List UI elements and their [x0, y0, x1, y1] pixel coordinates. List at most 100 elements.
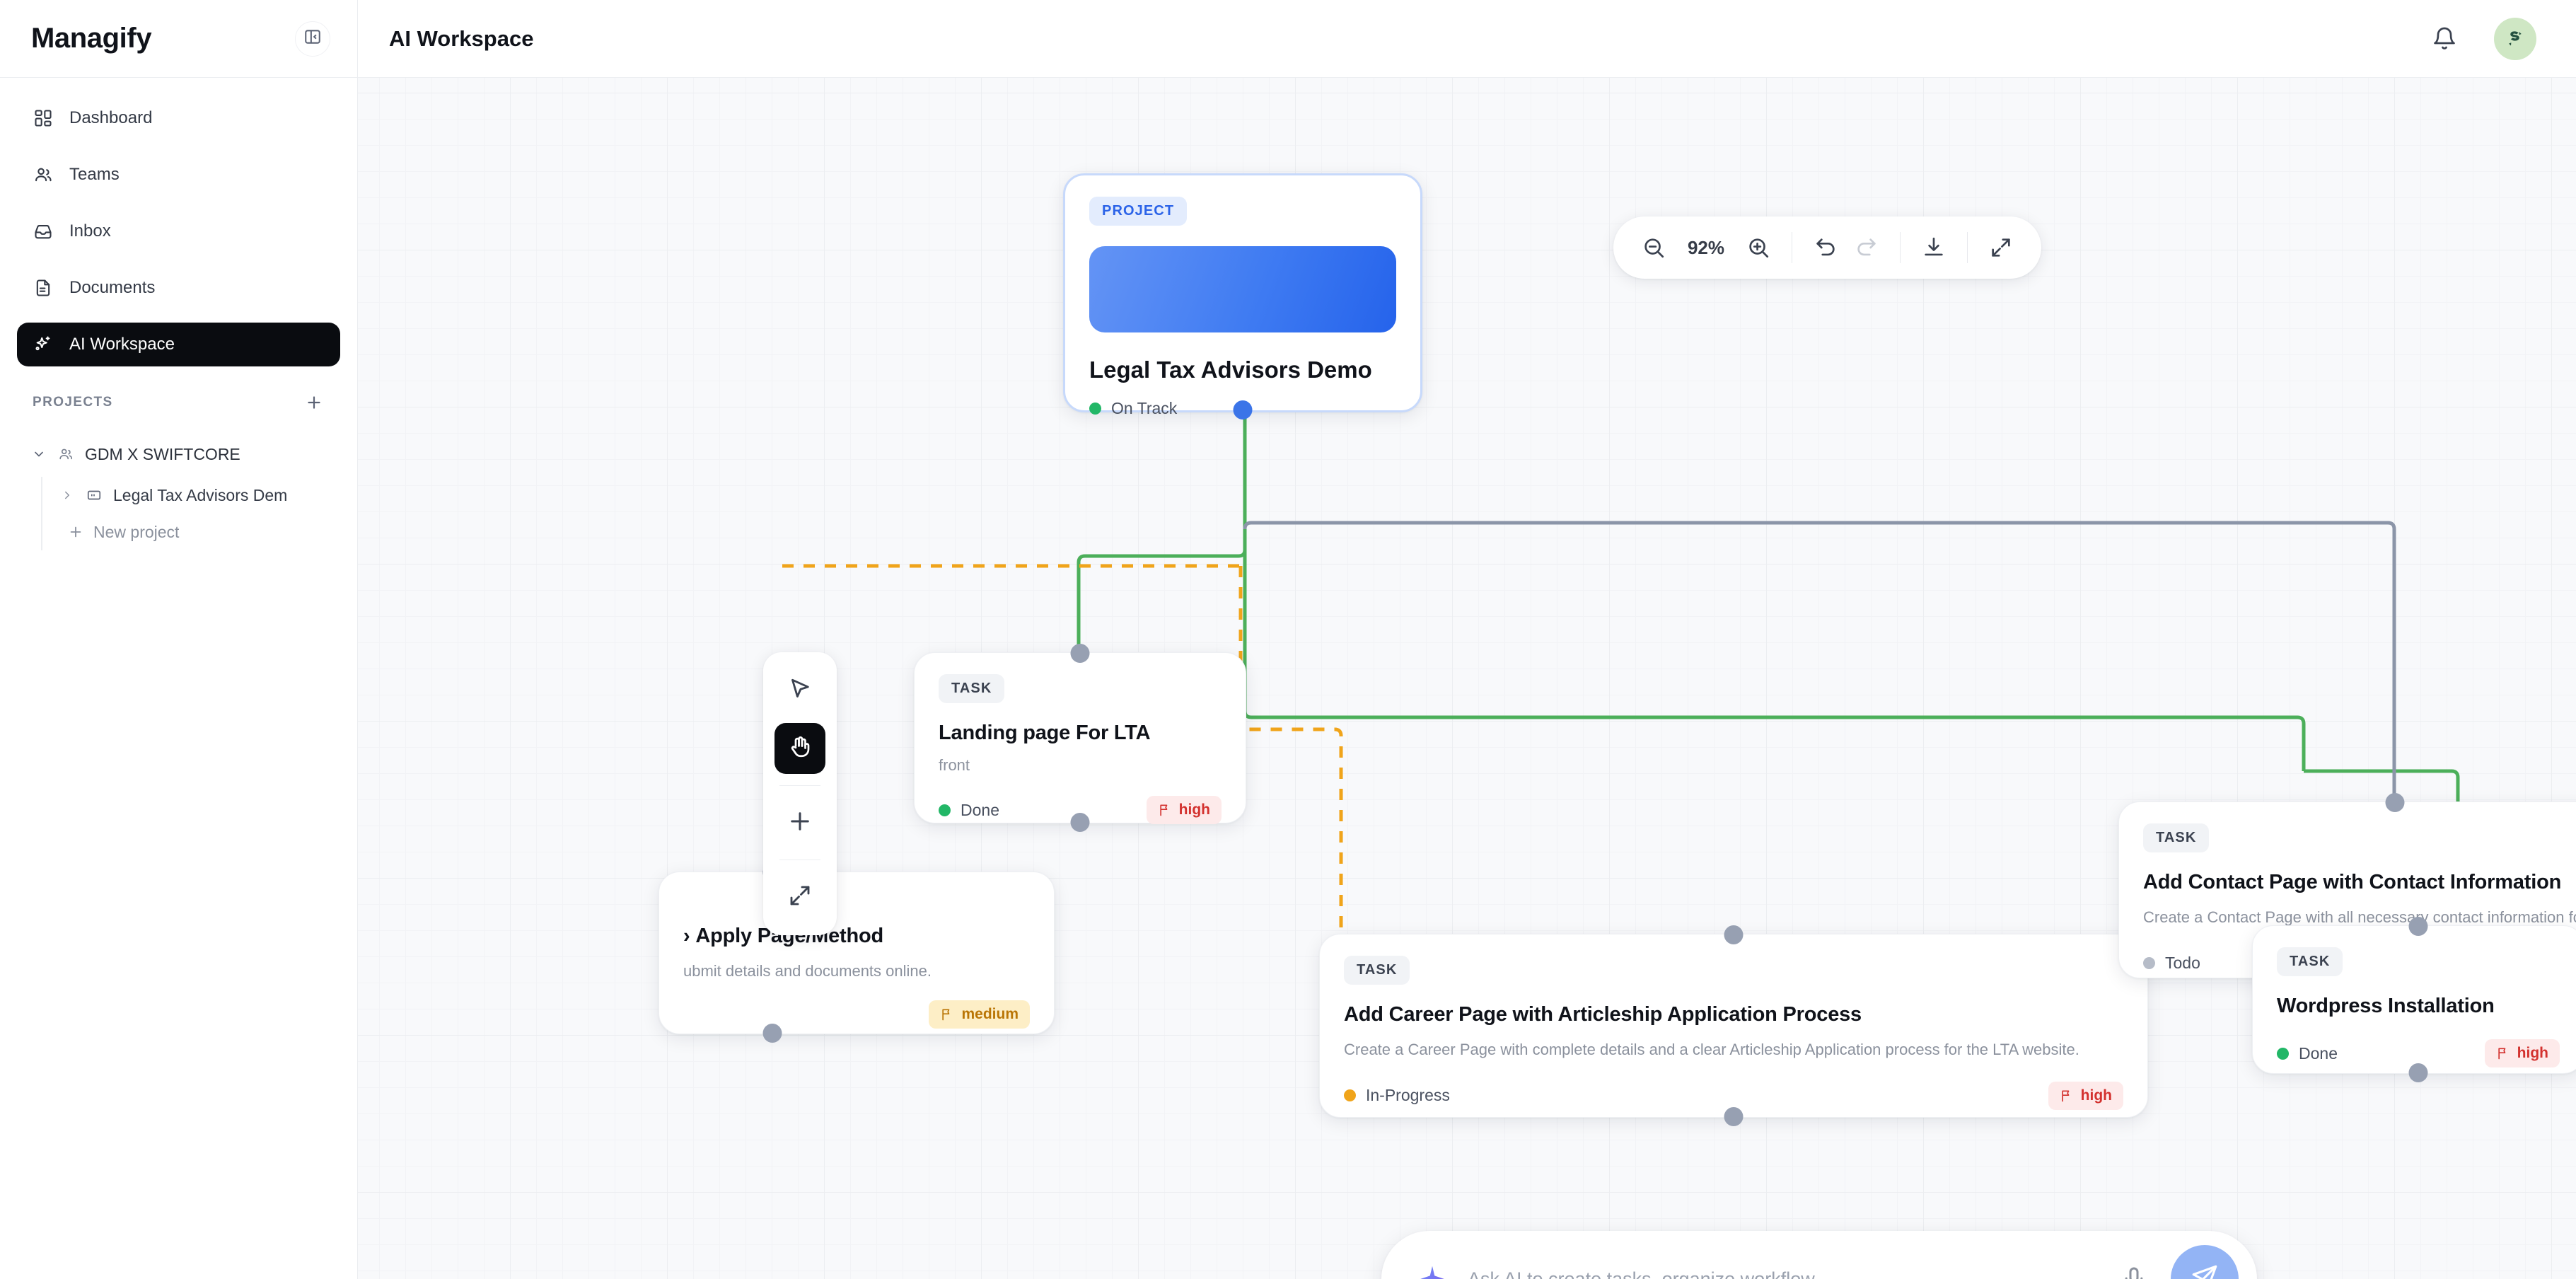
- node-body: TASK Add Career Page with Articleship Ap…: [1320, 934, 2147, 1134]
- sidebar-item-label: Inbox: [69, 221, 111, 241]
- sidebar-collapse-button[interactable]: [295, 21, 330, 57]
- node-task-career-page[interactable]: TASK Add Career Page with Articleship Ap…: [1319, 925, 2148, 1126]
- node-title: Add Contact Page with Contact Informatio…: [2143, 871, 2562, 893]
- fit-view-tool[interactable]: [774, 872, 825, 922]
- node-task-apply-page[interactable]: › Apply Page/Method ubmit details and do…: [658, 863, 1055, 1043]
- ai-prompt-input[interactable]: [1468, 1268, 2097, 1279]
- node-project-legal-tax[interactable]: PROJECT Legal Tax Advisors Demo On Track: [1063, 173, 1422, 419]
- grid-icon: [33, 108, 54, 129]
- node-meta: medium: [683, 1000, 1030, 1029]
- expand-icon[interactable]: [1980, 227, 2021, 268]
- workflow-canvas[interactable]: 92%: [358, 78, 2576, 1279]
- sidebar-item-inbox[interactable]: Inbox: [17, 209, 340, 253]
- node-handle-top[interactable]: [1724, 925, 1744, 944]
- new-project-button[interactable]: New project: [68, 514, 357, 550]
- status-dot: [1344, 1089, 1356, 1102]
- status-label: Done: [2299, 1043, 2338, 1063]
- node-handle-top[interactable]: [2408, 917, 2428, 936]
- send-icon: [2190, 1263, 2220, 1279]
- add-project-button[interactable]: [303, 392, 325, 413]
- status-dot: [2143, 957, 2155, 970]
- palette-divider: [779, 785, 820, 786]
- node-type-chip: TASK: [939, 674, 1005, 703]
- projects-section-header: PROJECTS: [0, 392, 357, 413]
- zoom-in-icon[interactable]: [1738, 227, 1779, 268]
- node-handle-bottom[interactable]: [1724, 1107, 1744, 1126]
- node-type-chip: TASK: [2277, 947, 2343, 976]
- zoom-level[interactable]: 92%: [1687, 236, 1725, 258]
- edge-to-contact: [1243, 521, 2419, 860]
- status-label: Done: [961, 800, 999, 819]
- node-task-wordpress[interactable]: TASK Wordpress Installation Done high: [2252, 917, 2576, 1082]
- download-icon[interactable]: [1913, 227, 1954, 268]
- toolbar-divider: [1900, 232, 1901, 263]
- plus-icon: [68, 524, 83, 540]
- status-label: In-Progress: [1366, 1086, 1450, 1105]
- priority-label: high: [1178, 801, 1210, 818]
- redo-icon[interactable]: [1846, 227, 1887, 268]
- main-area: AI Workspace: [358, 0, 2576, 1279]
- node-status: Todo: [2143, 954, 2200, 973]
- sidebar-item-label: AI Workspace: [69, 335, 175, 354]
- folder-icon: [86, 487, 102, 503]
- sparkle-icon: [33, 334, 54, 355]
- projects-tree: GDM X SWIFTCORE Legal Tax Advisors Dem: [0, 436, 357, 550]
- tree-item-team[interactable]: GDM X SWIFTCORE: [31, 436, 357, 473]
- sidebar: Managify Dashboard: [0, 0, 358, 1279]
- node-subtitle: front: [939, 756, 970, 774]
- node-handle-bottom[interactable]: [762, 1024, 782, 1043]
- node-status: Done: [939, 801, 999, 820]
- node-title: Wordpress Installation: [2277, 995, 2495, 1017]
- bell-icon[interactable]: [2429, 23, 2460, 54]
- pan-tool[interactable]: [774, 723, 825, 774]
- node-handle-bottom[interactable]: [2408, 1063, 2428, 1082]
- node-handle-top[interactable]: [1070, 644, 1090, 663]
- add-node-tool[interactable]: [774, 797, 825, 848]
- sidebar-item-dashboard[interactable]: Dashboard: [17, 96, 340, 140]
- zoom-out-icon[interactable]: [1633, 227, 1674, 268]
- tree-item-label: Legal Tax Advisors Dem: [113, 485, 288, 504]
- priority-label: medium: [961, 1005, 1019, 1022]
- node-handle-bottom[interactable]: [1233, 400, 1253, 419]
- status-dot: [2277, 1047, 2289, 1060]
- expand-arrows-icon: [787, 883, 813, 912]
- sidebar-nav: Dashboard Teams Inbox: [0, 78, 357, 366]
- send-button[interactable]: [2171, 1245, 2239, 1279]
- node-description: ubmit details and documents online.: [683, 962, 932, 980]
- node-type-chip: TASK: [2143, 823, 2210, 852]
- topbar: AI Workspace: [358, 0, 2576, 78]
- toolbar-divider: [1967, 232, 1968, 263]
- panel-collapse-icon: [303, 28, 322, 50]
- node-meta: Done high: [939, 796, 1222, 824]
- node-body: TASK Landing page For LTA front Done hig…: [915, 653, 1246, 848]
- node-handle-top[interactable]: [2385, 793, 2405, 812]
- sidebar-item-documents[interactable]: Documents: [17, 266, 340, 310]
- node-status: In-Progress: [1344, 1086, 1450, 1105]
- priority-label: high: [2517, 1045, 2548, 1061]
- node-handle-bottom[interactable]: [1070, 813, 1090, 832]
- sidebar-item-ai-workspace[interactable]: AI Workspace: [17, 323, 340, 366]
- tree-item-legal-tax-advisors[interactable]: Legal Tax Advisors Dem: [59, 477, 357, 514]
- status-label: Todo: [2165, 954, 2200, 973]
- select-tool[interactable]: [774, 665, 825, 716]
- microphone-icon[interactable]: [2116, 1261, 2152, 1279]
- status-dot: [1089, 403, 1101, 415]
- node-status: Done: [2277, 1044, 2338, 1063]
- users-icon: [58, 446, 74, 462]
- priority-label: high: [2080, 1087, 2112, 1104]
- users-icon: [33, 164, 54, 185]
- sidebar-header: Managify: [0, 0, 357, 78]
- sidebar-item-teams[interactable]: Teams: [17, 153, 340, 197]
- undo-icon[interactable]: [1805, 227, 1846, 268]
- page-title: AI Workspace: [389, 25, 534, 51]
- node-title: Add Career Page with Articleship Applica…: [1344, 1003, 1862, 1026]
- avatar[interactable]: [2494, 17, 2536, 60]
- sidebar-item-label: Dashboard: [69, 108, 153, 127]
- node-task-landing-page[interactable]: TASK Landing page For LTA front Done hig…: [914, 644, 1246, 832]
- hand-icon: [787, 734, 813, 763]
- node-meta: Done high: [2277, 1039, 2560, 1067]
- priority-badge: high: [2484, 1039, 2560, 1067]
- node-type-chip: TASK: [1344, 956, 1410, 985]
- node-body: › Apply Page/Method ubmit details and do…: [659, 872, 1054, 1053]
- edge-right-down: [2297, 715, 2306, 771]
